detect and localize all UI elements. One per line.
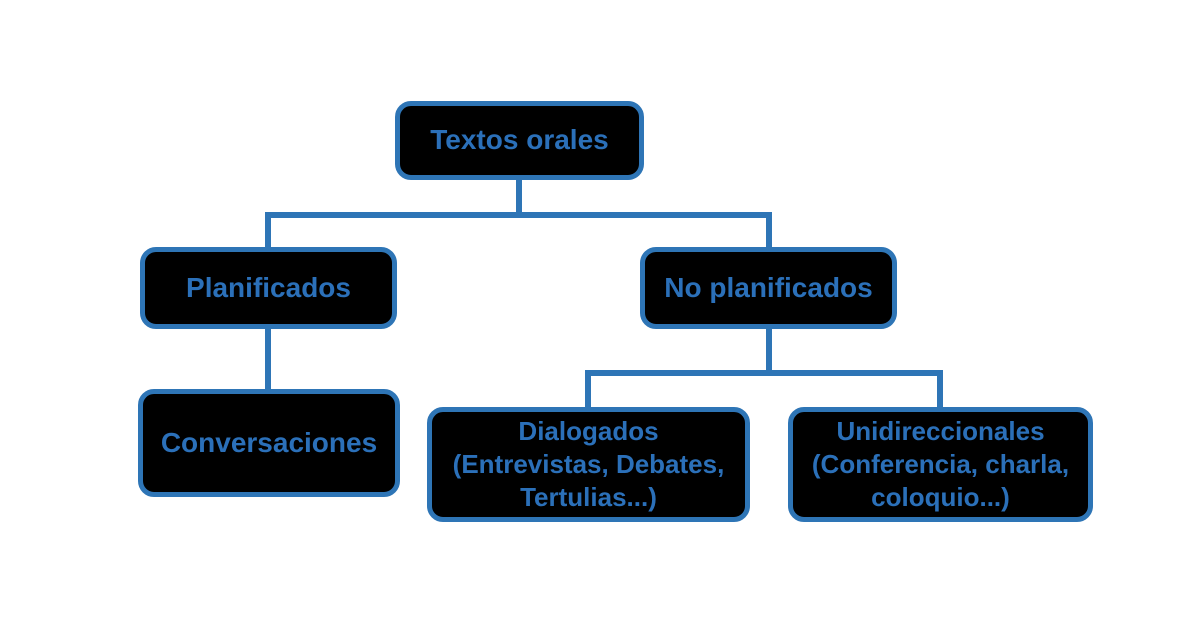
connector-root-stem bbox=[516, 178, 522, 218]
node-conversaciones: Conversaciones bbox=[138, 389, 400, 497]
connector-drop-planificados bbox=[265, 212, 271, 249]
node-textos-orales-label: Textos orales bbox=[430, 124, 609, 156]
connector-level2-horizontal bbox=[585, 370, 943, 376]
connector-no-planificados-stem bbox=[766, 328, 772, 374]
node-unidireccionales-detail-1: (Conferencia, charla, bbox=[811, 448, 1070, 479]
node-dialogados-detail-2: Tertulias...) bbox=[520, 482, 657, 512]
connector-drop-unidireccionales bbox=[937, 370, 943, 409]
connector-planificados-conversaciones bbox=[265, 328, 271, 391]
node-no-planificados-label: No planificados bbox=[664, 271, 873, 303]
node-dialogados-title: Dialogados bbox=[518, 415, 659, 446]
node-no-planificados: No planificados bbox=[640, 247, 897, 329]
connector-drop-no-planificados bbox=[766, 212, 772, 249]
node-unidireccionales-detail-2: coloquio...) bbox=[871, 482, 1010, 512]
node-unidireccionales: Unidireccionales (Conferencia, charla, c… bbox=[788, 407, 1093, 522]
node-planificados: Planificados bbox=[140, 247, 397, 329]
connector-level1-horizontal bbox=[265, 212, 772, 218]
node-dialogados-detail-1: (Entrevistas, Debates, bbox=[452, 448, 725, 479]
node-unidireccionales-title: Unidireccionales bbox=[836, 415, 1045, 446]
node-dialogados: Dialogados (Entrevistas, Debates, Tertul… bbox=[427, 407, 750, 522]
node-planificados-label: Planificados bbox=[186, 271, 351, 303]
node-conversaciones-label: Conversaciones bbox=[160, 426, 378, 458]
connector-drop-dialogados bbox=[585, 370, 591, 409]
node-textos-orales: Textos orales bbox=[395, 101, 644, 180]
